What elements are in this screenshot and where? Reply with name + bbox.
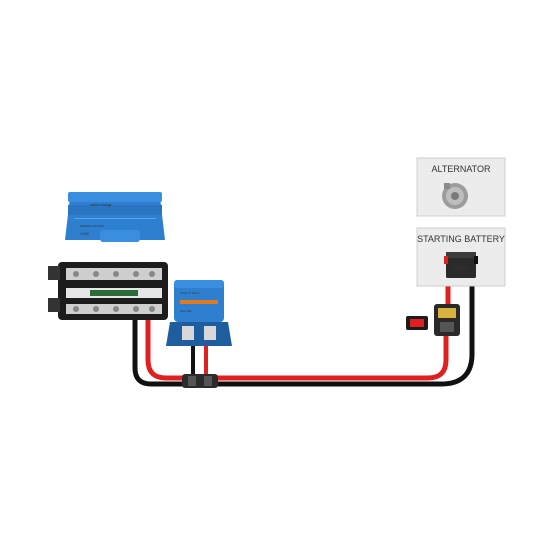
distribution-busbar-unit	[48, 262, 168, 320]
converter-spec-label: 12V 18A	[180, 309, 192, 313]
starting-battery-label: STARTING BATTERY	[417, 234, 505, 244]
oem-label: OEM	[454, 266, 468, 272]
battery-icon: OEM	[444, 252, 478, 278]
circuit-breaker	[434, 304, 460, 336]
cable-junction-block	[182, 374, 218, 388]
inverter-charger: victron energy MultiPlus 12/1200 1000	[65, 192, 165, 242]
inverter-rating-label: 1000	[80, 231, 90, 236]
dc-dc-converter: Orion-Tr 12/12 12V 18A	[166, 280, 232, 346]
inverter-brand-label: victron energy	[90, 203, 112, 207]
alternator-label: ALTERNATOR	[431, 164, 491, 174]
inverter-model-label: MultiPlus 12/1200	[80, 224, 104, 228]
alternator-icon	[442, 183, 468, 209]
converter-model-label: Orion-Tr 12/12	[180, 291, 200, 295]
fuse-holder	[406, 316, 428, 330]
